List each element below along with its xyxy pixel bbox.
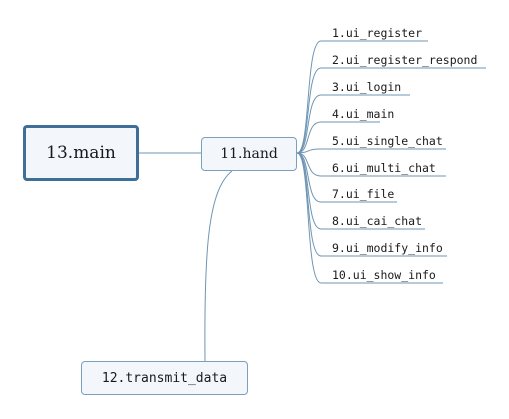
leaf-node[interactable]: 10.ui_show_info xyxy=(332,268,436,282)
leaf-node[interactable]: 1.ui_register xyxy=(332,26,423,40)
leaf-node[interactable]: 5.ui_single_chat xyxy=(332,134,443,148)
link-hand-to-leaf xyxy=(296,94,410,154)
leaf-node[interactable]: 9.ui_modify_info xyxy=(332,241,443,255)
leaf-node[interactable]: 8.ui_cai_chat xyxy=(332,214,423,228)
link-hand-to-leaf xyxy=(296,67,486,154)
link-hand-to-leaf xyxy=(296,121,380,154)
hub-node-hand[interactable]: 11.hand xyxy=(201,137,297,171)
hub-node-label: 11.hand xyxy=(220,146,278,162)
leaf-node[interactable]: 4.ui_main xyxy=(332,107,395,121)
link-hand-to-leaf xyxy=(296,152,443,284)
root-node-main[interactable]: 13.main xyxy=(23,125,139,181)
root-node-label: 13.main xyxy=(46,143,116,163)
leaf-node[interactable]: 6.ui_multi_chat xyxy=(332,161,436,175)
link-hand-to-leaf xyxy=(296,152,397,203)
leaf-node[interactable]: 2.ui_register_respond xyxy=(332,53,478,67)
link-hand-to-leaf xyxy=(296,40,428,154)
link-hand-to-transmit xyxy=(204,170,233,362)
link-hand-to-leaf xyxy=(296,148,446,154)
leaf-node[interactable]: 3.ui_login xyxy=(332,80,402,94)
leaf-node[interactable]: 7.ui_file xyxy=(332,187,395,201)
node-transmit-data[interactable]: 12.transmit_data xyxy=(81,361,248,395)
transmit-node-label: 12.transmit_data xyxy=(101,370,228,386)
